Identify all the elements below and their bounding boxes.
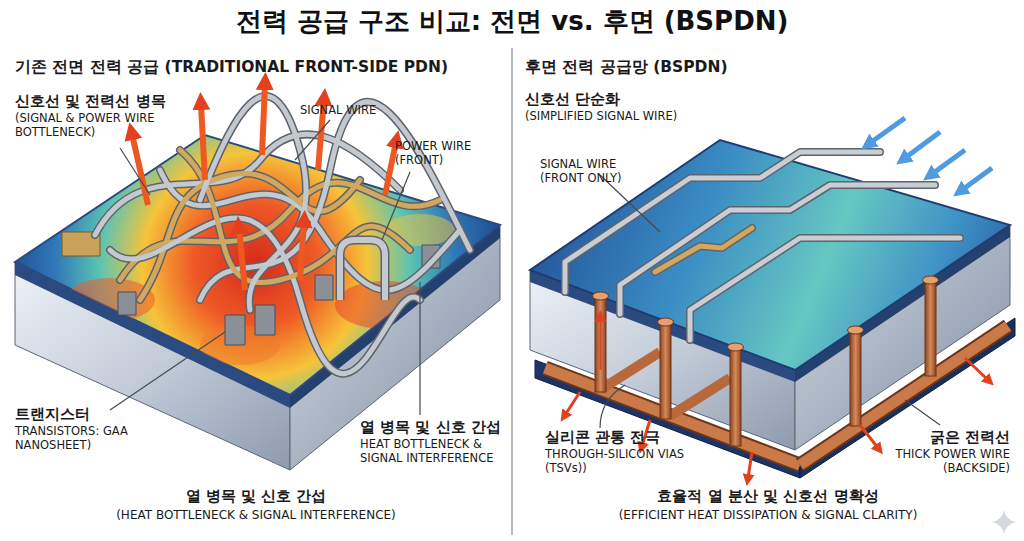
panel-heading: 기존 전면 전력 공급 (TRADITIONAL FRONT-SIDE PDN) bbox=[15, 58, 510, 77]
callout-note: POWER WIRE (FRONT) bbox=[395, 140, 505, 168]
signal-wire bbox=[620, 185, 935, 314]
watermark-sparkle bbox=[992, 510, 1016, 534]
callout-note: THROUGH-SILICON VIAS (TSVs)) bbox=[545, 448, 685, 476]
tsv-pillar bbox=[660, 322, 671, 419]
heat-arrow bbox=[385, 142, 396, 195]
signal-wire bbox=[655, 228, 752, 272]
airflow-arrow bbox=[870, 118, 905, 143]
callout-label: 굵은 전력선 bbox=[855, 428, 1010, 446]
panel-caption-note: (EFFICIENT HEAT DISSIPATION & SIGNAL CLA… bbox=[523, 508, 1013, 522]
airflow-arrow bbox=[962, 168, 992, 190]
heat-arrow bbox=[201, 104, 205, 180]
wire-outline bbox=[110, 218, 420, 374]
heat-arrow bbox=[300, 222, 304, 280]
heat-out-arrow bbox=[965, 358, 988, 380]
signal-wire bbox=[200, 102, 470, 300]
panel-heading: 후면 전력 공급망 (BSPDN) bbox=[525, 58, 1015, 77]
callout-note: HEAT BOTTLENECK & SIGNAL INTERFERENCE bbox=[360, 438, 510, 466]
callout-label: 신호선 및 전력선 병목 bbox=[15, 92, 215, 110]
airflow-arrow bbox=[905, 132, 940, 158]
heat-arrow bbox=[239, 228, 245, 290]
heat-out-arrow bbox=[860, 425, 878, 448]
leader-line bbox=[382, 172, 410, 240]
leader-line bbox=[905, 400, 940, 425]
transistor bbox=[255, 305, 275, 335]
tsv-pillar bbox=[595, 296, 606, 392]
tsv-pillar bbox=[730, 347, 741, 446]
signal-wire bbox=[200, 96, 306, 310]
signal-wire bbox=[110, 218, 420, 374]
callout-note: (SIMPLIFIED SIGNAL WIRE) bbox=[525, 110, 745, 124]
tsv-cap bbox=[593, 292, 609, 300]
transistor bbox=[225, 315, 245, 345]
callout-note: TRANSISTORS: GAA NANOSHEET) bbox=[15, 425, 140, 453]
power-wire-outline bbox=[340, 240, 385, 300]
tsv-cap bbox=[923, 276, 939, 284]
signal-wire bbox=[690, 238, 960, 340]
leader-line bbox=[295, 120, 330, 160]
callout-label: 열 병목 및 신호 간섭 bbox=[360, 418, 525, 436]
tsv-cap bbox=[658, 318, 674, 326]
transistor bbox=[118, 292, 136, 315]
heat-arrow bbox=[262, 84, 265, 155]
callout-note: SIGNAL WIRE (FRONT ONLY) bbox=[540, 158, 650, 186]
tsv-cap bbox=[728, 343, 744, 351]
leader-line bbox=[110, 332, 225, 410]
diagram-title: 전력 공급 구조 비교: 전면 vs. 후면 (BSPDN) bbox=[0, 4, 1024, 39]
heat-out-arrow bbox=[748, 452, 752, 478]
callout-label: 신호선 단순화 bbox=[525, 90, 725, 108]
callout-note: (SIGNAL & POWER WIRE BOTTLENECK) bbox=[15, 112, 170, 140]
callout-label: 실리콘 관통 전극 bbox=[545, 428, 705, 446]
leader-line bbox=[419, 282, 420, 415]
panel-caption: 효율적 열 분산 및 신호선 명확성 bbox=[523, 487, 1013, 505]
leader-line bbox=[600, 385, 625, 428]
tsv-pillar bbox=[925, 280, 936, 376]
wire-outline bbox=[690, 238, 960, 340]
callout-label: 트랜지스터 bbox=[15, 405, 165, 423]
airflow-arrow bbox=[932, 150, 965, 174]
callout-note: SIGNAL WIRE bbox=[300, 104, 410, 118]
wire-outline bbox=[200, 102, 470, 300]
leader-line bbox=[120, 148, 150, 195]
panel-caption-note: (HEAT BOTTLENECK & SIGNAL INTERFERENCE) bbox=[11, 508, 501, 522]
thick-power-rail bbox=[670, 378, 730, 416]
panel-divider bbox=[511, 48, 513, 535]
power-wire bbox=[340, 240, 385, 300]
current-arrow bbox=[600, 318, 602, 370]
panel-caption: 열 병목 및 신호 간섭 bbox=[11, 487, 501, 505]
thick-power-rail bbox=[600, 352, 660, 390]
heat-out-arrow bbox=[565, 392, 580, 415]
transistor bbox=[315, 275, 333, 300]
callout-note: THICK POWER WIRE (BACKSIDE) bbox=[855, 448, 1010, 476]
tsv-cap bbox=[848, 326, 864, 334]
tsv-pillar bbox=[850, 330, 861, 426]
